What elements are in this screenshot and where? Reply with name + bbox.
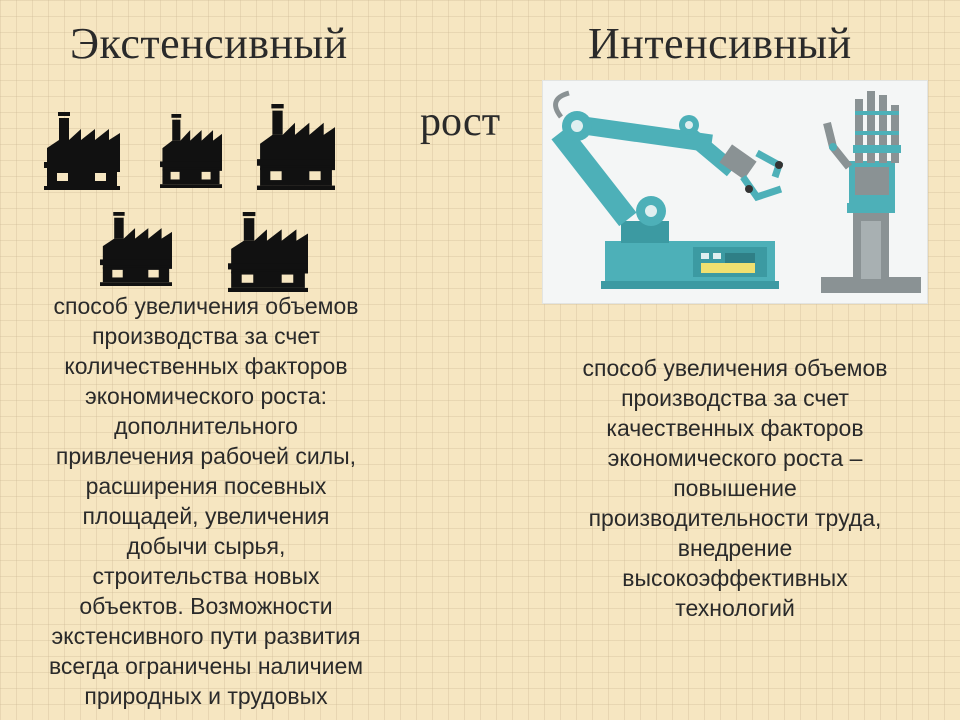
factory-icon: [44, 112, 120, 190]
description-line: экономического роста:: [85, 383, 327, 409]
robotic-hand-icon: [821, 91, 921, 293]
description-line: дополнительного: [114, 413, 298, 439]
description-line: количественных факторов: [64, 353, 348, 379]
description-line: повышение: [673, 475, 797, 501]
growth-label: рост: [420, 99, 501, 145]
description-line: качественных факторов: [606, 415, 864, 441]
factory-icon: [257, 104, 335, 190]
description-line: всегда ограничены наличием: [48, 653, 364, 679]
factory-icon: [228, 212, 308, 292]
factory-icon: [100, 212, 172, 286]
extensive-description: способ увеличения объемов производства за…: [0, 291, 412, 711]
intensive-description: способ увеличения объемов производства за…: [530, 353, 940, 623]
description-line: экстенсивного пути развития: [51, 623, 361, 649]
intensive-title: Интенсивный: [588, 19, 852, 68]
extensive-title: Экстенсивный: [70, 19, 348, 68]
description-line: расширения посевных: [85, 473, 327, 499]
description-line: высокоэффективных: [622, 565, 848, 591]
robotic-arm-icon: [551, 90, 784, 289]
description-line: добычи сырья,: [126, 533, 286, 559]
description-line: способ увеличения объемов: [582, 355, 888, 381]
description-line: строительства новых: [92, 563, 320, 589]
description-line: производства за счет: [621, 385, 849, 411]
description-line: природных и трудовых: [84, 683, 328, 709]
description-line: площадей, увеличения: [82, 503, 330, 529]
factory-icon: [160, 114, 222, 188]
description-line: внедрение: [677, 535, 793, 561]
description-line: объектов. Возможности: [79, 593, 333, 619]
description-line: привлечения рабочей силы,: [55, 443, 357, 469]
description-line: производства за счет: [92, 323, 320, 349]
description-line: способ увеличения объемов: [53, 293, 359, 319]
description-line: производительности труда,: [588, 505, 882, 531]
description-line: технологий: [675, 595, 795, 621]
description-line: экономического роста –: [607, 445, 863, 471]
robotics-illustration: [542, 80, 928, 304]
